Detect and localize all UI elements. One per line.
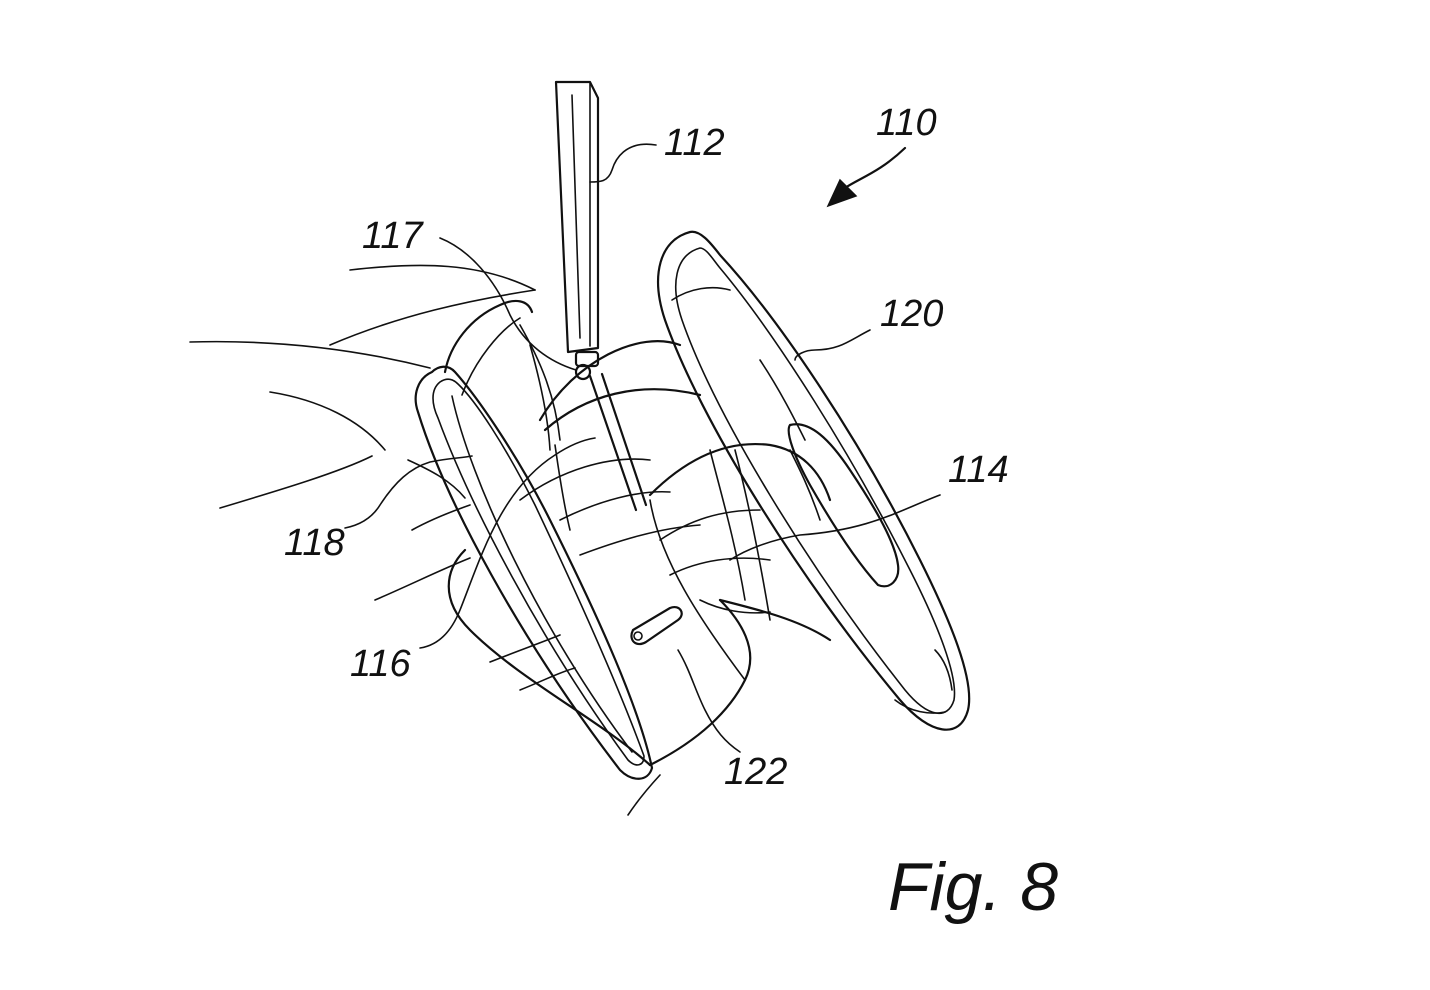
label-114: 114 [948, 449, 1009, 491]
label-110: 110 [876, 102, 937, 144]
label-116: 116 [350, 643, 411, 685]
sun-visor [554, 80, 648, 512]
label-117: 117 [362, 215, 424, 257]
leader-lines [344, 143, 941, 753]
label-118: 118 [284, 522, 345, 564]
assembly-arrow [826, 146, 907, 208]
tether [439, 237, 577, 371]
label-120: 120 [880, 293, 943, 335]
vent-opening [630, 606, 683, 646]
dashboard-lines [189, 264, 661, 816]
airbag-cushion [648, 443, 832, 642]
label-122: 122 [724, 751, 787, 793]
airbag-rear-wall [414, 299, 752, 780]
figure-caption: Fig. 8 [888, 849, 1058, 925]
steering-wheel [657, 230, 971, 731]
label-112: 112 [664, 122, 725, 164]
